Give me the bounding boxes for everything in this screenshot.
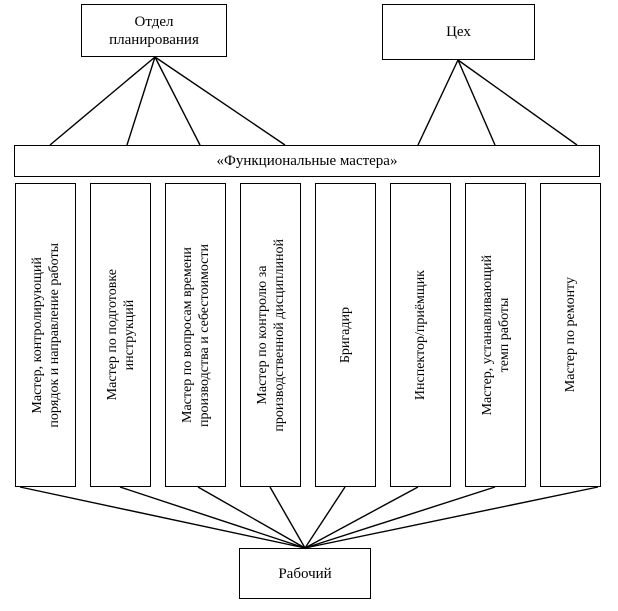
column-label: Мастер, устанавливающий темп работы — [479, 254, 512, 416]
column-label: Мастер по вопросам времени производства … — [179, 243, 212, 427]
column-repair: Мастер по ремонту — [540, 183, 601, 487]
column-discipline: Мастер по контролю за производственной д… — [240, 183, 301, 487]
workshop-label: Цех — [446, 24, 471, 40]
column-foreman: Бригадир — [315, 183, 376, 487]
column-label: Бригадир — [338, 306, 353, 364]
column-label: Мастер по ремонту — [563, 277, 578, 393]
functional-masters-band: «Функциональные мастера» — [14, 145, 600, 177]
column-order-direction: Мастер, контролирующий порядок и направл… — [15, 183, 76, 487]
workshop-box: Цех — [382, 4, 535, 60]
column-label: Мастер по контролю за производственной д… — [254, 238, 287, 432]
column-label: Мастер по подготовке инструкций — [104, 269, 137, 401]
worker-label: Рабочий — [278, 565, 332, 582]
column-label: Мастер, контролирующий порядок и направл… — [29, 242, 62, 428]
column-inspector: Инспектор/приёмщик — [390, 183, 451, 487]
planning-department-label: Отдел планирования — [109, 13, 199, 48]
column-label: Инспектор/приёмщик — [413, 269, 428, 401]
column-time-cost: Мастер по вопросам времени производства … — [165, 183, 226, 487]
column-work-pace: Мастер, устанавливающий темп работы — [465, 183, 526, 487]
column-instructions: Мастер по подготовке инструкций — [90, 183, 151, 487]
planning-department-box: Отдел планирования — [81, 4, 227, 57]
functional-masters-label: «Функциональные мастера» — [216, 152, 398, 169]
worker-box: Рабочий — [239, 548, 371, 599]
